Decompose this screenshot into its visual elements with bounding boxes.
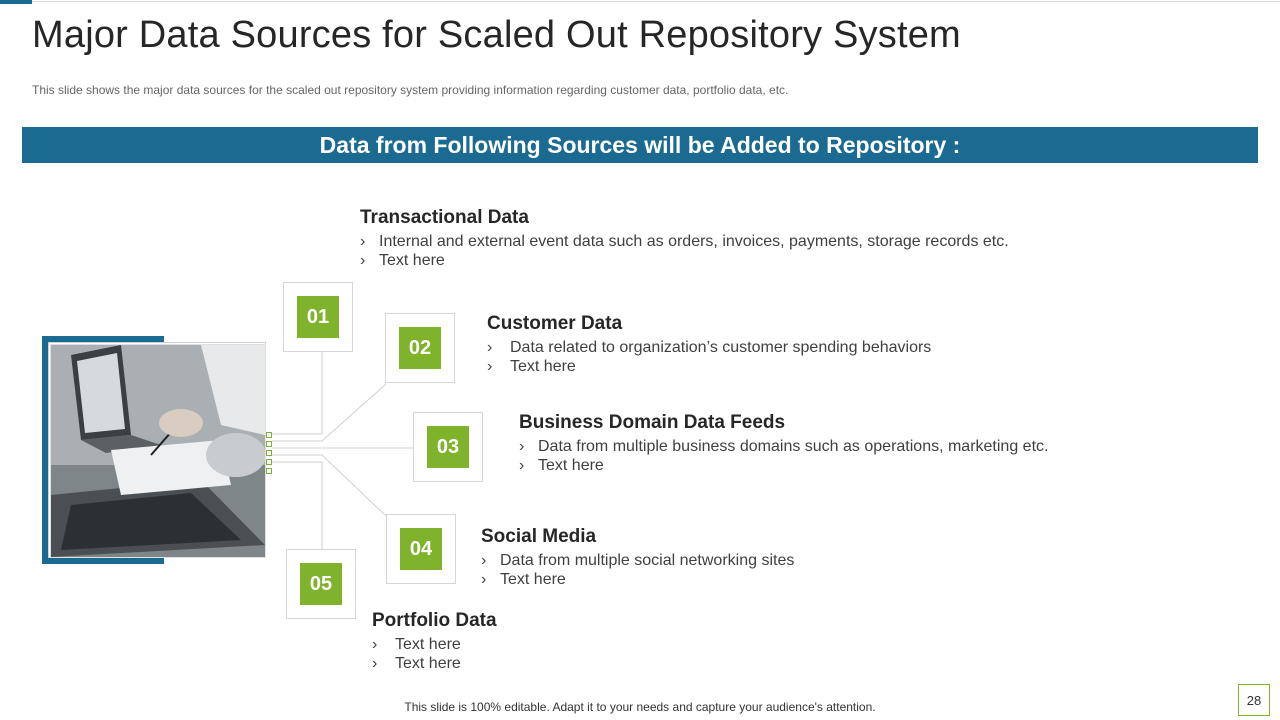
bullet-chevron: ›: [519, 457, 525, 474]
number-box-05: 05: [286, 549, 356, 619]
bullet-chevron: ›: [360, 252, 366, 269]
laptop-photo-illustration: [51, 345, 265, 557]
number-box-03: 03: [413, 412, 483, 482]
item-bullet: › Internal and external event data such a…: [360, 232, 1009, 251]
item-bullet: › Data from multiple business domains suc…: [519, 437, 1048, 456]
connector-port: [266, 459, 272, 465]
bullet-text: Text here: [510, 358, 576, 375]
bullet-text: Data related to organization’s customer …: [510, 339, 932, 356]
item-bullet: › Text here: [372, 635, 497, 654]
connector-port: [266, 432, 272, 438]
item-bullet: › Text here: [487, 357, 931, 376]
item-title: Business Domain Data Feeds: [519, 412, 786, 433]
top-divider: [32, 1, 1280, 2]
number-badge: 01: [297, 296, 339, 338]
laptop-photo: [50, 344, 266, 558]
bullet-chevron: ›: [519, 438, 525, 455]
item-title: Portfolio Data: [372, 610, 497, 631]
page-subtitle: This slide shows the major data sources …: [32, 83, 789, 97]
bullet-text: Data from multiple business domains such…: [538, 438, 1049, 455]
bullet-chevron: ›: [372, 636, 378, 653]
bullet-chevron: ›: [481, 552, 487, 569]
bullet-chevron: ›: [481, 571, 487, 588]
number-box-04: 04: [386, 514, 456, 584]
bullet-chevron: ›: [360, 233, 366, 250]
item-bullet: › Text here: [360, 251, 1009, 270]
connector-port: [266, 468, 272, 474]
number-badge: 04: [400, 528, 442, 570]
section-banner: Data from Following Sources will be Adde…: [22, 127, 1258, 163]
connector-line-02: [272, 383, 387, 442]
bullet-text: Internal and external event data such as…: [379, 233, 1009, 250]
connector-line-01: [272, 352, 323, 435]
bullet-text: Data from multiple social networking sit…: [500, 552, 795, 569]
item-title: Transactional Data: [360, 207, 529, 228]
item-business-domain-data-feeds: Business Domain Data Feeds › Data from mu…: [519, 412, 1048, 475]
item-title: Social Media: [481, 526, 597, 547]
connector-ports: [266, 432, 272, 477]
bullet-chevron: ›: [487, 339, 493, 356]
item-social-media: Social Media › Data from multiple social …: [481, 526, 794, 589]
number-badge: 03: [427, 426, 469, 468]
item-customer-data: Customer Data › Data related to organizat…: [487, 313, 931, 376]
number-badge: 02: [399, 327, 441, 369]
banner-text: Data from Following Sources will be Adde…: [319, 131, 961, 158]
item-transactional-data: Transactional Data › Internal and externa…: [360, 207, 1009, 270]
item-bullet: › Text here: [372, 654, 497, 673]
item-portfolio-data: Portfolio Data › Text here › Text here: [372, 610, 497, 673]
number-box-02: 02: [385, 313, 455, 383]
bullet-chevron: ›: [487, 358, 493, 375]
bullet-text: Text here: [500, 571, 566, 588]
item-bullet: › Data from multiple social networking si…: [481, 551, 794, 570]
item-bullet: › Text here: [481, 570, 794, 589]
connector-port: [266, 441, 272, 447]
bullet-text: Text here: [538, 457, 604, 474]
number-badge: 05: [300, 563, 342, 605]
connector-port: [266, 450, 272, 456]
item-title: Customer Data: [487, 313, 623, 334]
bullet-text: Text here: [379, 252, 445, 269]
connector-line-05: [272, 461, 323, 549]
page-number: 28: [1238, 684, 1270, 716]
page-title: Major Data Sources for Scaled Out Reposi…: [32, 14, 961, 56]
bullet-text: Text here: [395, 636, 461, 653]
bullet-chevron: ›: [372, 655, 378, 672]
connector-line-04: [272, 454, 387, 517]
footer-note: This slide is 100% editable. Adapt it to…: [404, 700, 876, 714]
item-bullet: › Data related to organization’s customer…: [487, 338, 931, 357]
number-box-01: 01: [283, 282, 353, 352]
item-bullet: › Text here: [519, 456, 1048, 475]
bullet-text: Text here: [395, 655, 461, 672]
top-accent-bar: [0, 0, 32, 4]
